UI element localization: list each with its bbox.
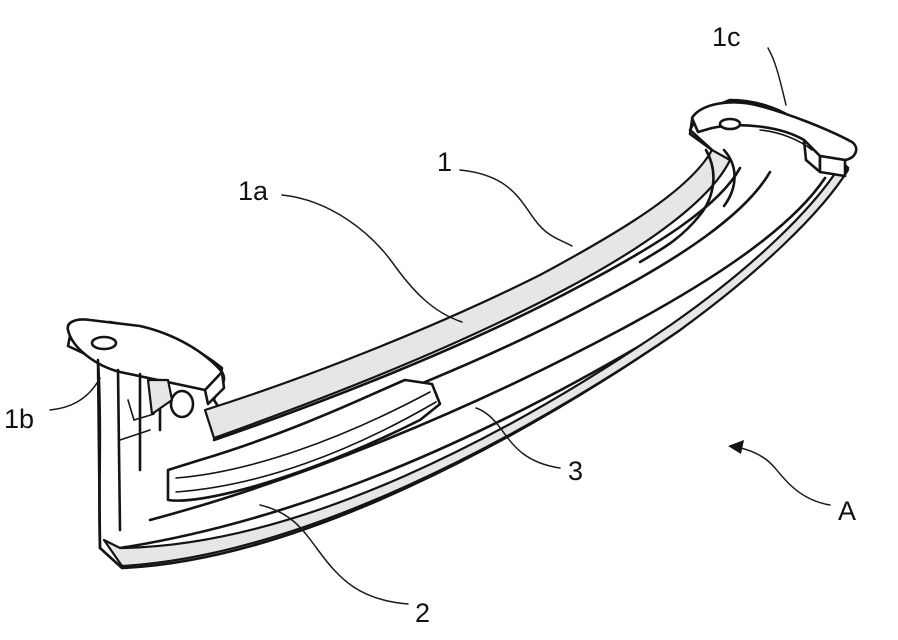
label-1b: 1b [4,404,34,434]
bracket-body [66,98,850,570]
groove-2 [166,378,442,502]
leader-2 [259,504,409,605]
groove-2-inner [175,391,431,479]
label-3: 3 [568,456,583,486]
label-1: 1 [437,147,452,177]
left-mounting-flange [66,318,226,550]
leader-1c [767,47,787,106]
left-boss [146,378,174,416]
right-flange-hole [718,117,742,131]
leader-1a [281,194,463,323]
reference-labels: 1c 1 1a 1b 3 2 A [4,22,856,628]
left-flange-hole [90,335,118,351]
right-mounting-flange [688,101,858,178]
channel-right-b [722,148,736,208]
right-flange-plate [690,101,858,162]
left-boss-hole [169,389,195,419]
left-detail [119,399,155,441]
label-1c: 1c [712,22,741,52]
right-flange-tab-b [818,154,847,178]
leader-1b [49,377,101,411]
leader-1 [459,169,573,247]
channel-right [638,148,715,264]
leader-lines [49,47,831,605]
leader-A [735,446,831,506]
groove-2-inner-b [175,401,437,493]
right-flange-underside [688,118,714,152]
label-A: A [838,496,856,526]
left-flange-edge [203,370,226,406]
arrowhead-A [728,440,744,454]
right-flange-detail [759,129,813,151]
left-flange-lower [96,358,102,550]
label-1a: 1a [238,176,269,206]
label-2: 2 [415,598,430,628]
leader-3 [475,407,561,469]
